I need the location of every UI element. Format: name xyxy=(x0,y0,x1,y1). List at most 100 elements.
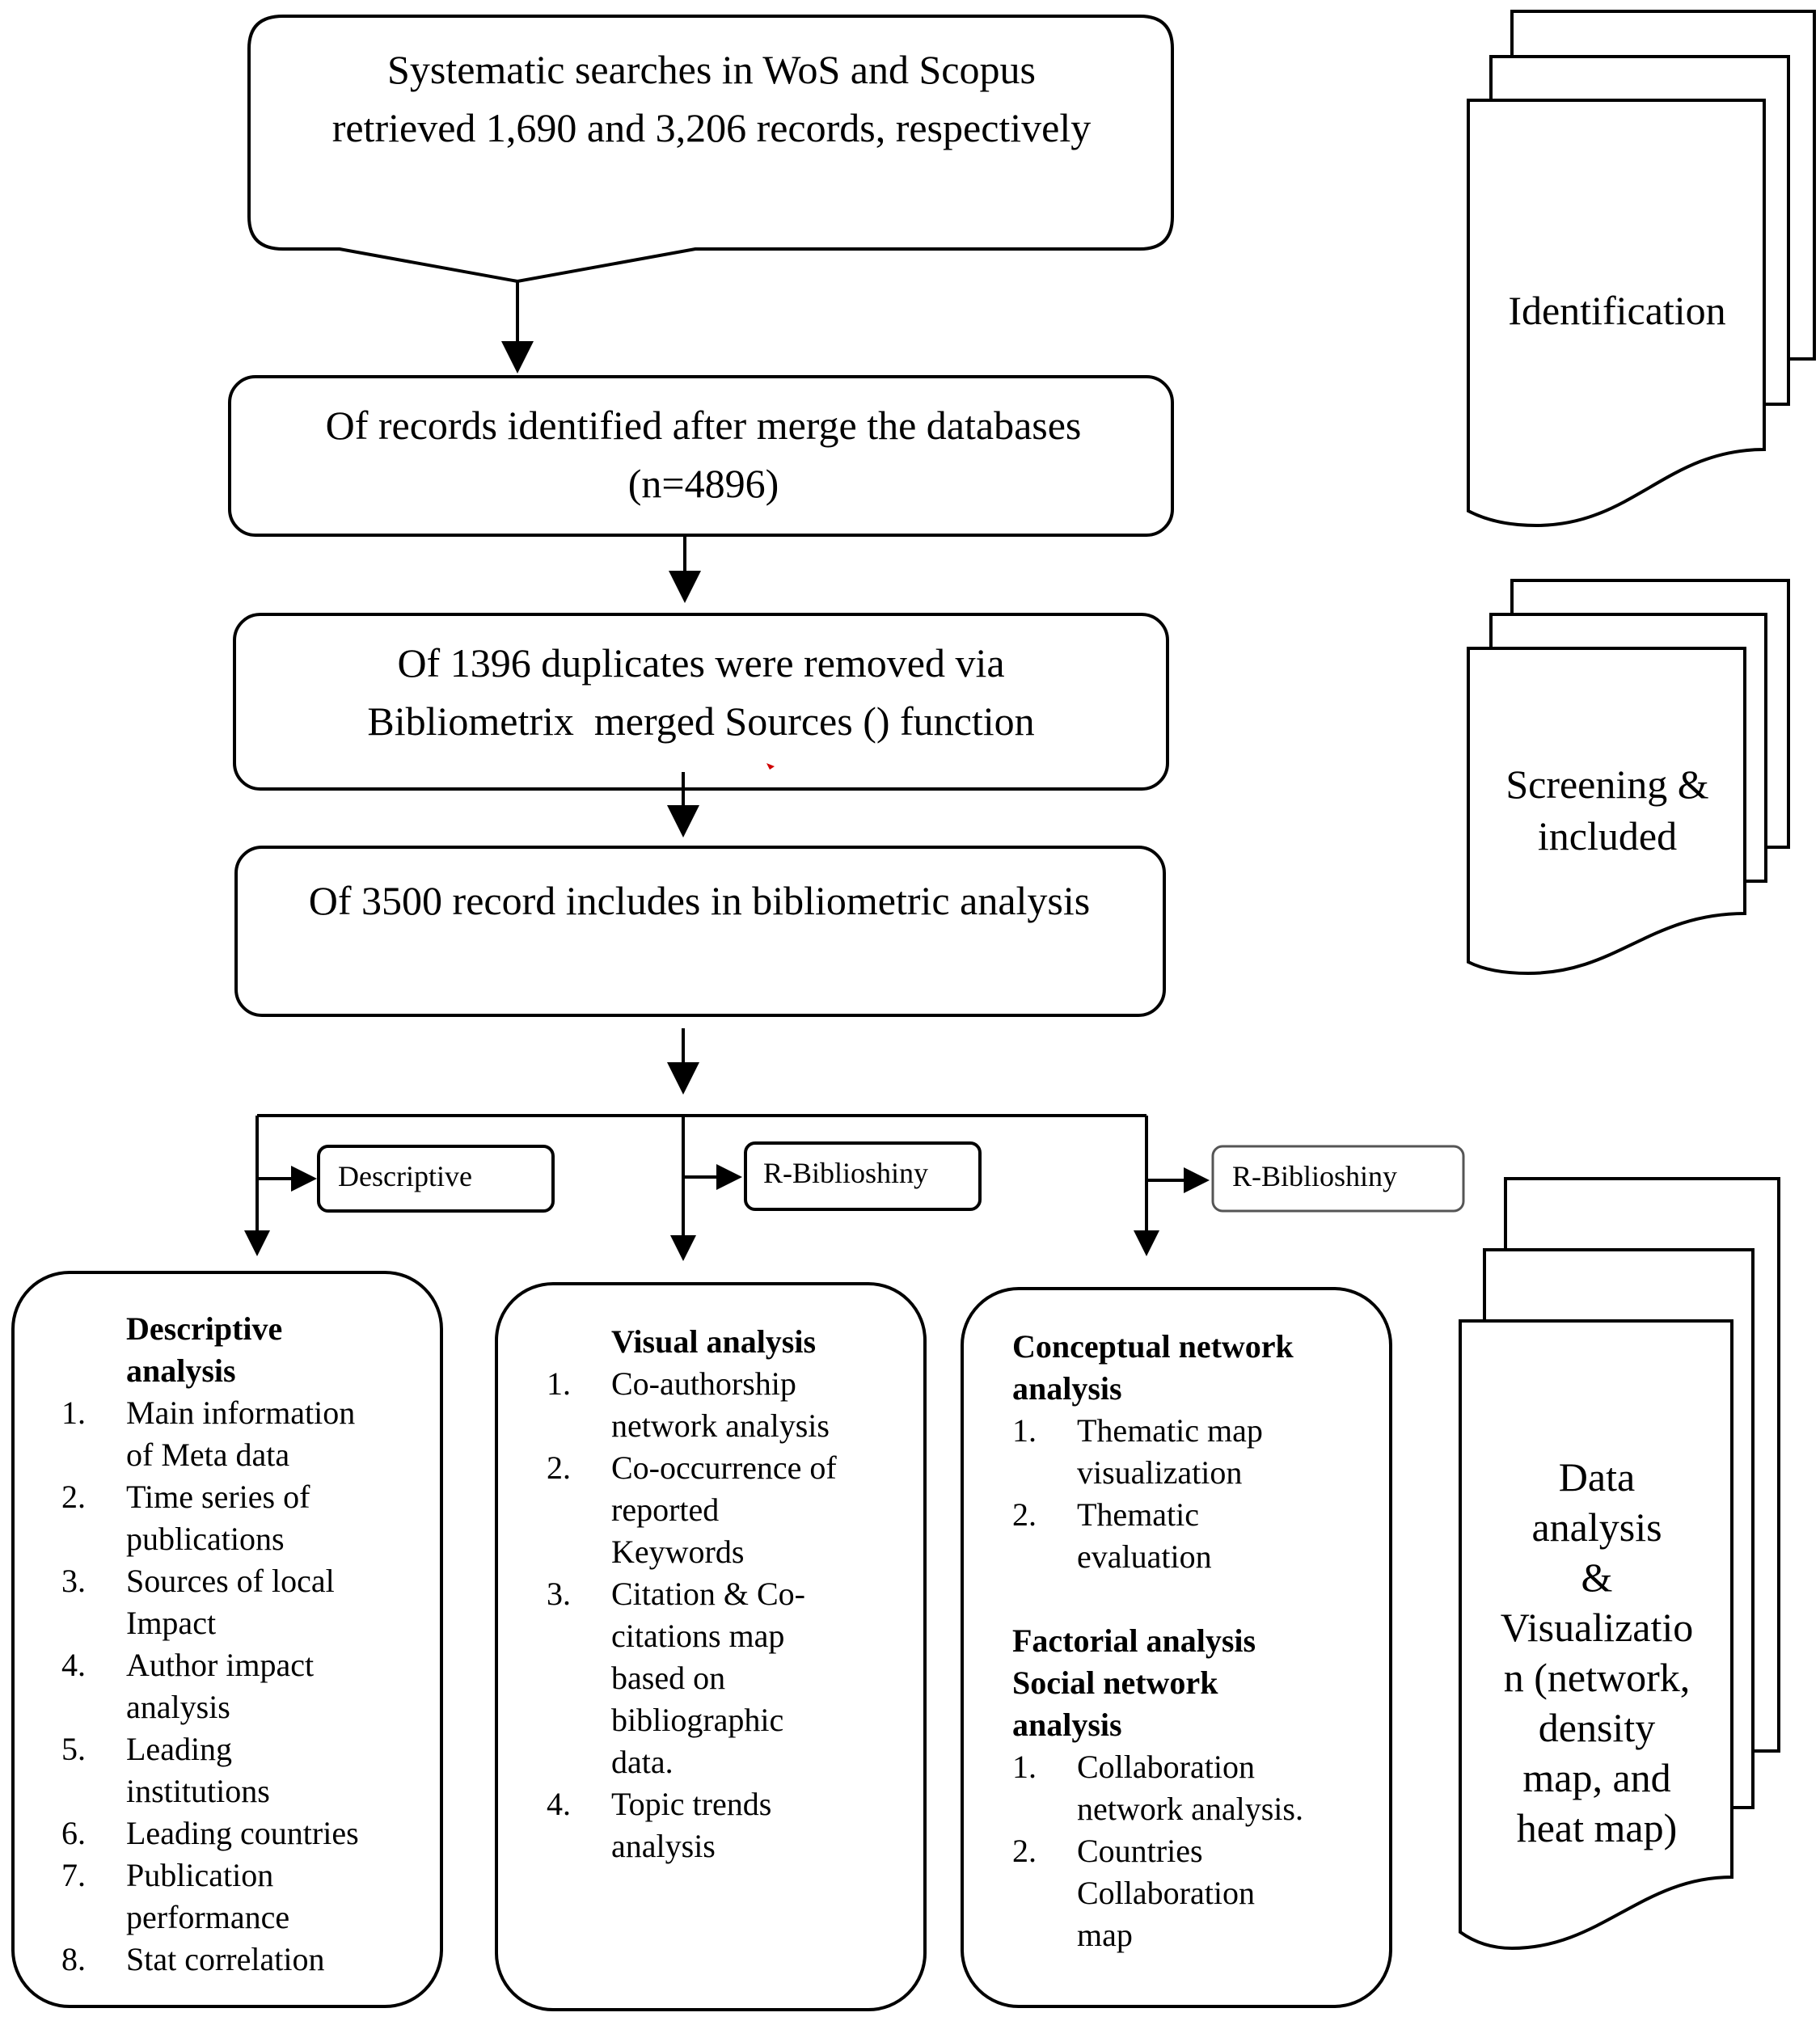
descriptive-heading-line-2: analysis xyxy=(126,1352,236,1389)
item-line: evaluation xyxy=(1077,1538,1212,1575)
stage-stack-analysis xyxy=(1459,1177,1780,1951)
item-line: Topic trends xyxy=(611,1786,772,1822)
item-number: 2. xyxy=(61,1479,86,1515)
item-line: Author impact xyxy=(126,1647,315,1683)
section-gap xyxy=(1012,1578,1384,1620)
item-line: Collaboration xyxy=(1077,1875,1255,1911)
box-merged-text: Of records identified after merge the da… xyxy=(243,396,1164,513)
item-number: 4. xyxy=(547,1786,571,1822)
item-number: 7. xyxy=(61,1857,86,1893)
list-item: 6.Leading countries xyxy=(61,1812,433,1854)
stage-analysis-line-2: analysis xyxy=(1531,1504,1662,1550)
item-number: 1. xyxy=(1012,1749,1037,1785)
panel-descriptive-frame xyxy=(11,1271,443,2008)
panel-conceptual-frame xyxy=(961,1287,1392,2008)
stage-analysis-line-3: & xyxy=(1581,1555,1613,1600)
factorial-heading-line-2: Social network xyxy=(1012,1664,1218,1701)
panel-visual-frame xyxy=(495,1282,927,2011)
box-duplicates-removed xyxy=(233,613,1169,791)
item-line: analysis xyxy=(126,1689,230,1725)
box-duplicates-text: Of 1396 duplicates were removed via Bibl… xyxy=(243,634,1159,750)
box-search-line-1: Systematic searches in WoS and Scopus xyxy=(387,47,1036,92)
stage-screening-line-2: included xyxy=(1537,813,1678,859)
stage-analysis-line-6: density xyxy=(1538,1705,1656,1750)
item-line: Citation & Co- xyxy=(611,1576,805,1612)
item-line: analysis xyxy=(611,1828,716,1864)
box-search-callout xyxy=(247,15,1174,284)
item-line: citations map xyxy=(611,1618,785,1654)
tag-box-biblioshiny-2 xyxy=(1211,1145,1465,1213)
box-included-line-1: Of 3500 record includes in bibliometric … xyxy=(308,878,1091,923)
list-item: 2. Time series of publications xyxy=(61,1476,433,1560)
box-duplicates-line-2: Bibliometrix merged Sources () function xyxy=(367,698,1035,744)
item-line: institutions xyxy=(126,1773,270,1809)
item-number: 4. xyxy=(61,1647,86,1683)
item-line: network analysis. xyxy=(1077,1791,1303,1827)
item-number: 1. xyxy=(547,1365,571,1402)
tag-biblioshiny-2: R-Biblioshiny xyxy=(1232,1160,1398,1192)
item-line: Main information xyxy=(126,1394,356,1431)
tag-descriptive: Descriptive xyxy=(338,1160,472,1192)
descriptive-heading-line-1: Descriptive xyxy=(126,1310,283,1347)
item-line: Collaboration xyxy=(1077,1749,1255,1785)
list-item: 8.Stat correlation xyxy=(61,1939,433,1981)
item-line: Time series of xyxy=(126,1479,310,1515)
item-line: Thematic map xyxy=(1077,1412,1263,1449)
factorial-heading-line-1: Factorial analysis xyxy=(1012,1622,1256,1659)
tag-biblioshiny-1: R-Biblioshiny xyxy=(763,1157,929,1189)
stage-analysis-line-4: Visualizatio xyxy=(1500,1605,1694,1650)
item-number: 2. xyxy=(1012,1496,1037,1533)
stage-label-analysis: Data analysis & Visualizatio n (network,… xyxy=(1463,1452,1730,1853)
stage-stack-identification xyxy=(1467,10,1816,528)
item-line: based on xyxy=(611,1660,726,1696)
item-line: Impact xyxy=(126,1605,217,1641)
list-item: 4. Topic trends analysis xyxy=(547,1783,918,1867)
stage-identification-line: Identification xyxy=(1508,288,1726,333)
stage-stack-screening xyxy=(1467,579,1790,976)
item-number: 2. xyxy=(547,1449,571,1486)
factorial-heading: Factorial analysis Social network analys… xyxy=(1012,1620,1384,1746)
item-number: 6. xyxy=(61,1815,86,1851)
red-mark xyxy=(766,763,775,770)
item-line: reported xyxy=(611,1491,720,1528)
item-number: 1. xyxy=(1012,1412,1037,1449)
factorial-heading-line-3: analysis xyxy=(1012,1707,1122,1743)
conceptual-heading: Conceptual network analysis xyxy=(1012,1326,1384,1410)
item-line: Publication xyxy=(126,1857,274,1893)
conceptual-heading-line-1: Conceptual network xyxy=(1012,1328,1294,1365)
box-records-included xyxy=(234,846,1166,1017)
item-line: Sources of local xyxy=(126,1563,335,1599)
tag-box-descriptive xyxy=(317,1145,555,1213)
item-number: 2. xyxy=(1012,1833,1037,1869)
visual-heading-line-1: Visual analysis xyxy=(611,1323,817,1360)
box-included-text: Of 3500 record includes in bibliometric … xyxy=(243,871,1156,930)
box-duplicates-line-1: Of 1396 duplicates were removed via xyxy=(397,640,1005,686)
item-number: 3. xyxy=(547,1576,571,1612)
item-line: Stat correlation xyxy=(126,1941,325,1977)
stage-analysis-line-1: Data xyxy=(1558,1454,1636,1500)
item-line: of Meta data xyxy=(126,1437,290,1473)
item-line: Co-occurrence of xyxy=(611,1449,837,1486)
item-line: visualization xyxy=(1077,1454,1243,1491)
item-line: map xyxy=(1077,1917,1133,1953)
box-search-line-2: retrieved 1,690 and 3,206 records, respe… xyxy=(331,105,1092,150)
item-line: Co-authorship xyxy=(611,1365,796,1402)
box-merged-line-1: Of records identified after merge the da… xyxy=(325,403,1082,448)
stage-screening-line-1: Screening & xyxy=(1505,762,1709,807)
item-line: publications xyxy=(126,1521,285,1557)
panel-conceptual: Conceptual network analysis 1. Thematic m… xyxy=(1012,1326,1384,1956)
